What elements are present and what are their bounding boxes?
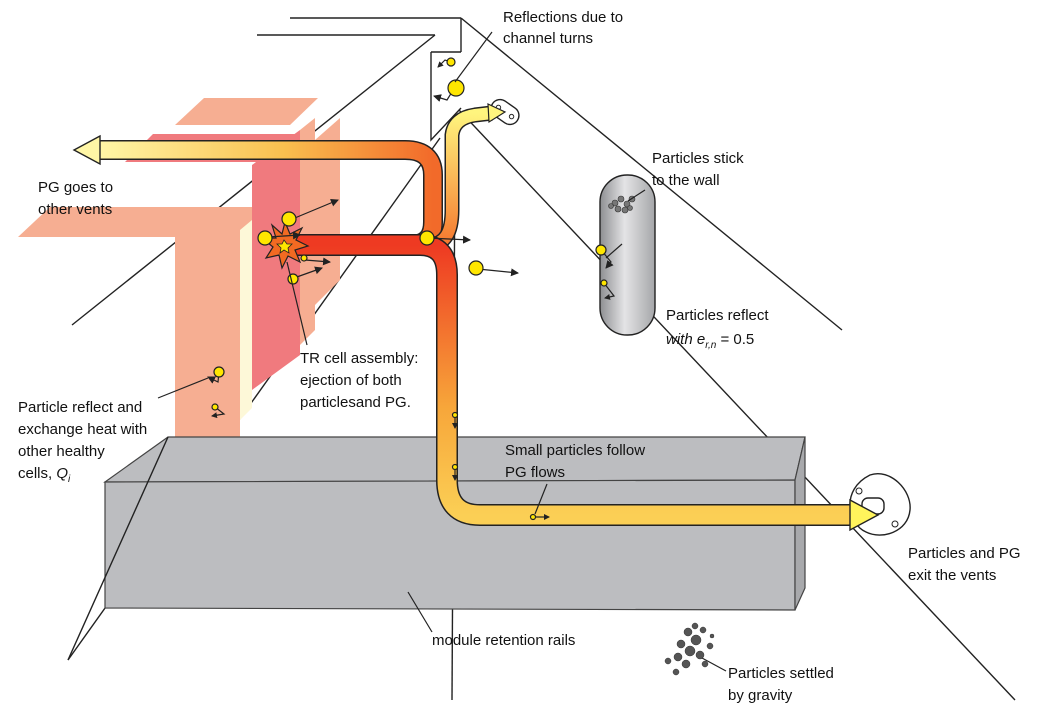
label-reflect-eq: = 0.5 <box>716 331 754 348</box>
label-pg-goes-line2: other vents <box>38 201 112 218</box>
cell-side-strip <box>300 118 315 345</box>
label-stick-line2: to the wall <box>652 172 720 189</box>
label-settled-line1: Particles settled <box>728 665 834 682</box>
label-reflections-line2: channel turns <box>503 30 593 47</box>
label-small-line1: Small particles follow <box>505 442 645 459</box>
label-reflect-sub: r,n <box>705 340 717 351</box>
label-settled-line2: by gravity <box>728 687 793 704</box>
tr-cell-front <box>252 130 300 390</box>
healthy-cell-top <box>18 207 300 237</box>
label-heal-q-sub: i <box>68 474 71 485</box>
label-exit-line2: exit the vents <box>908 567 996 584</box>
wall-obstacle <box>599 174 656 336</box>
label-heal-line1: Particle reflect and <box>18 399 142 416</box>
label-heal-q: Q <box>56 465 68 482</box>
label-exit-line1: Particles and PG <box>908 545 1021 562</box>
separator-strip <box>240 220 252 420</box>
label-tr-line2: ejection of both <box>300 372 402 389</box>
label-heal-line4: cells, Qi <box>18 465 71 485</box>
healthy-cell-front <box>175 237 240 495</box>
label-pg-goes-line1: PG goes to <box>38 179 113 196</box>
particles <box>207 57 623 521</box>
label-heal-line3: other healthy <box>18 443 105 460</box>
back-cell-face <box>315 118 340 305</box>
settled-particles <box>664 622 715 676</box>
label-reflect-line2: with er,n = 0.5 <box>666 331 754 351</box>
pg-flow-down-right <box>295 234 880 532</box>
leader-lines <box>157 31 727 672</box>
text-labels: Reflections due to channel turns PG goes… <box>18 9 1021 704</box>
label-reflect-with: with e <box>666 331 705 348</box>
label-heal-cells: cells, <box>18 465 56 482</box>
label-heal-line2: exchange heat with <box>18 421 147 438</box>
label-stick-line1: Particles stick <box>652 150 744 167</box>
back-cell-top <box>175 98 318 125</box>
label-rails: module retention rails <box>432 632 575 649</box>
wireframe-overlay <box>67 436 169 661</box>
label-tr-line1: TR cell assembly: <box>300 350 418 367</box>
label-reflections-line1: Reflections due to <box>503 9 623 26</box>
label-tr-line3: particlesand PG. <box>300 394 411 411</box>
label-reflect-line1: Particles reflect <box>666 307 769 324</box>
label-small-line2: PG flows <box>505 464 565 481</box>
